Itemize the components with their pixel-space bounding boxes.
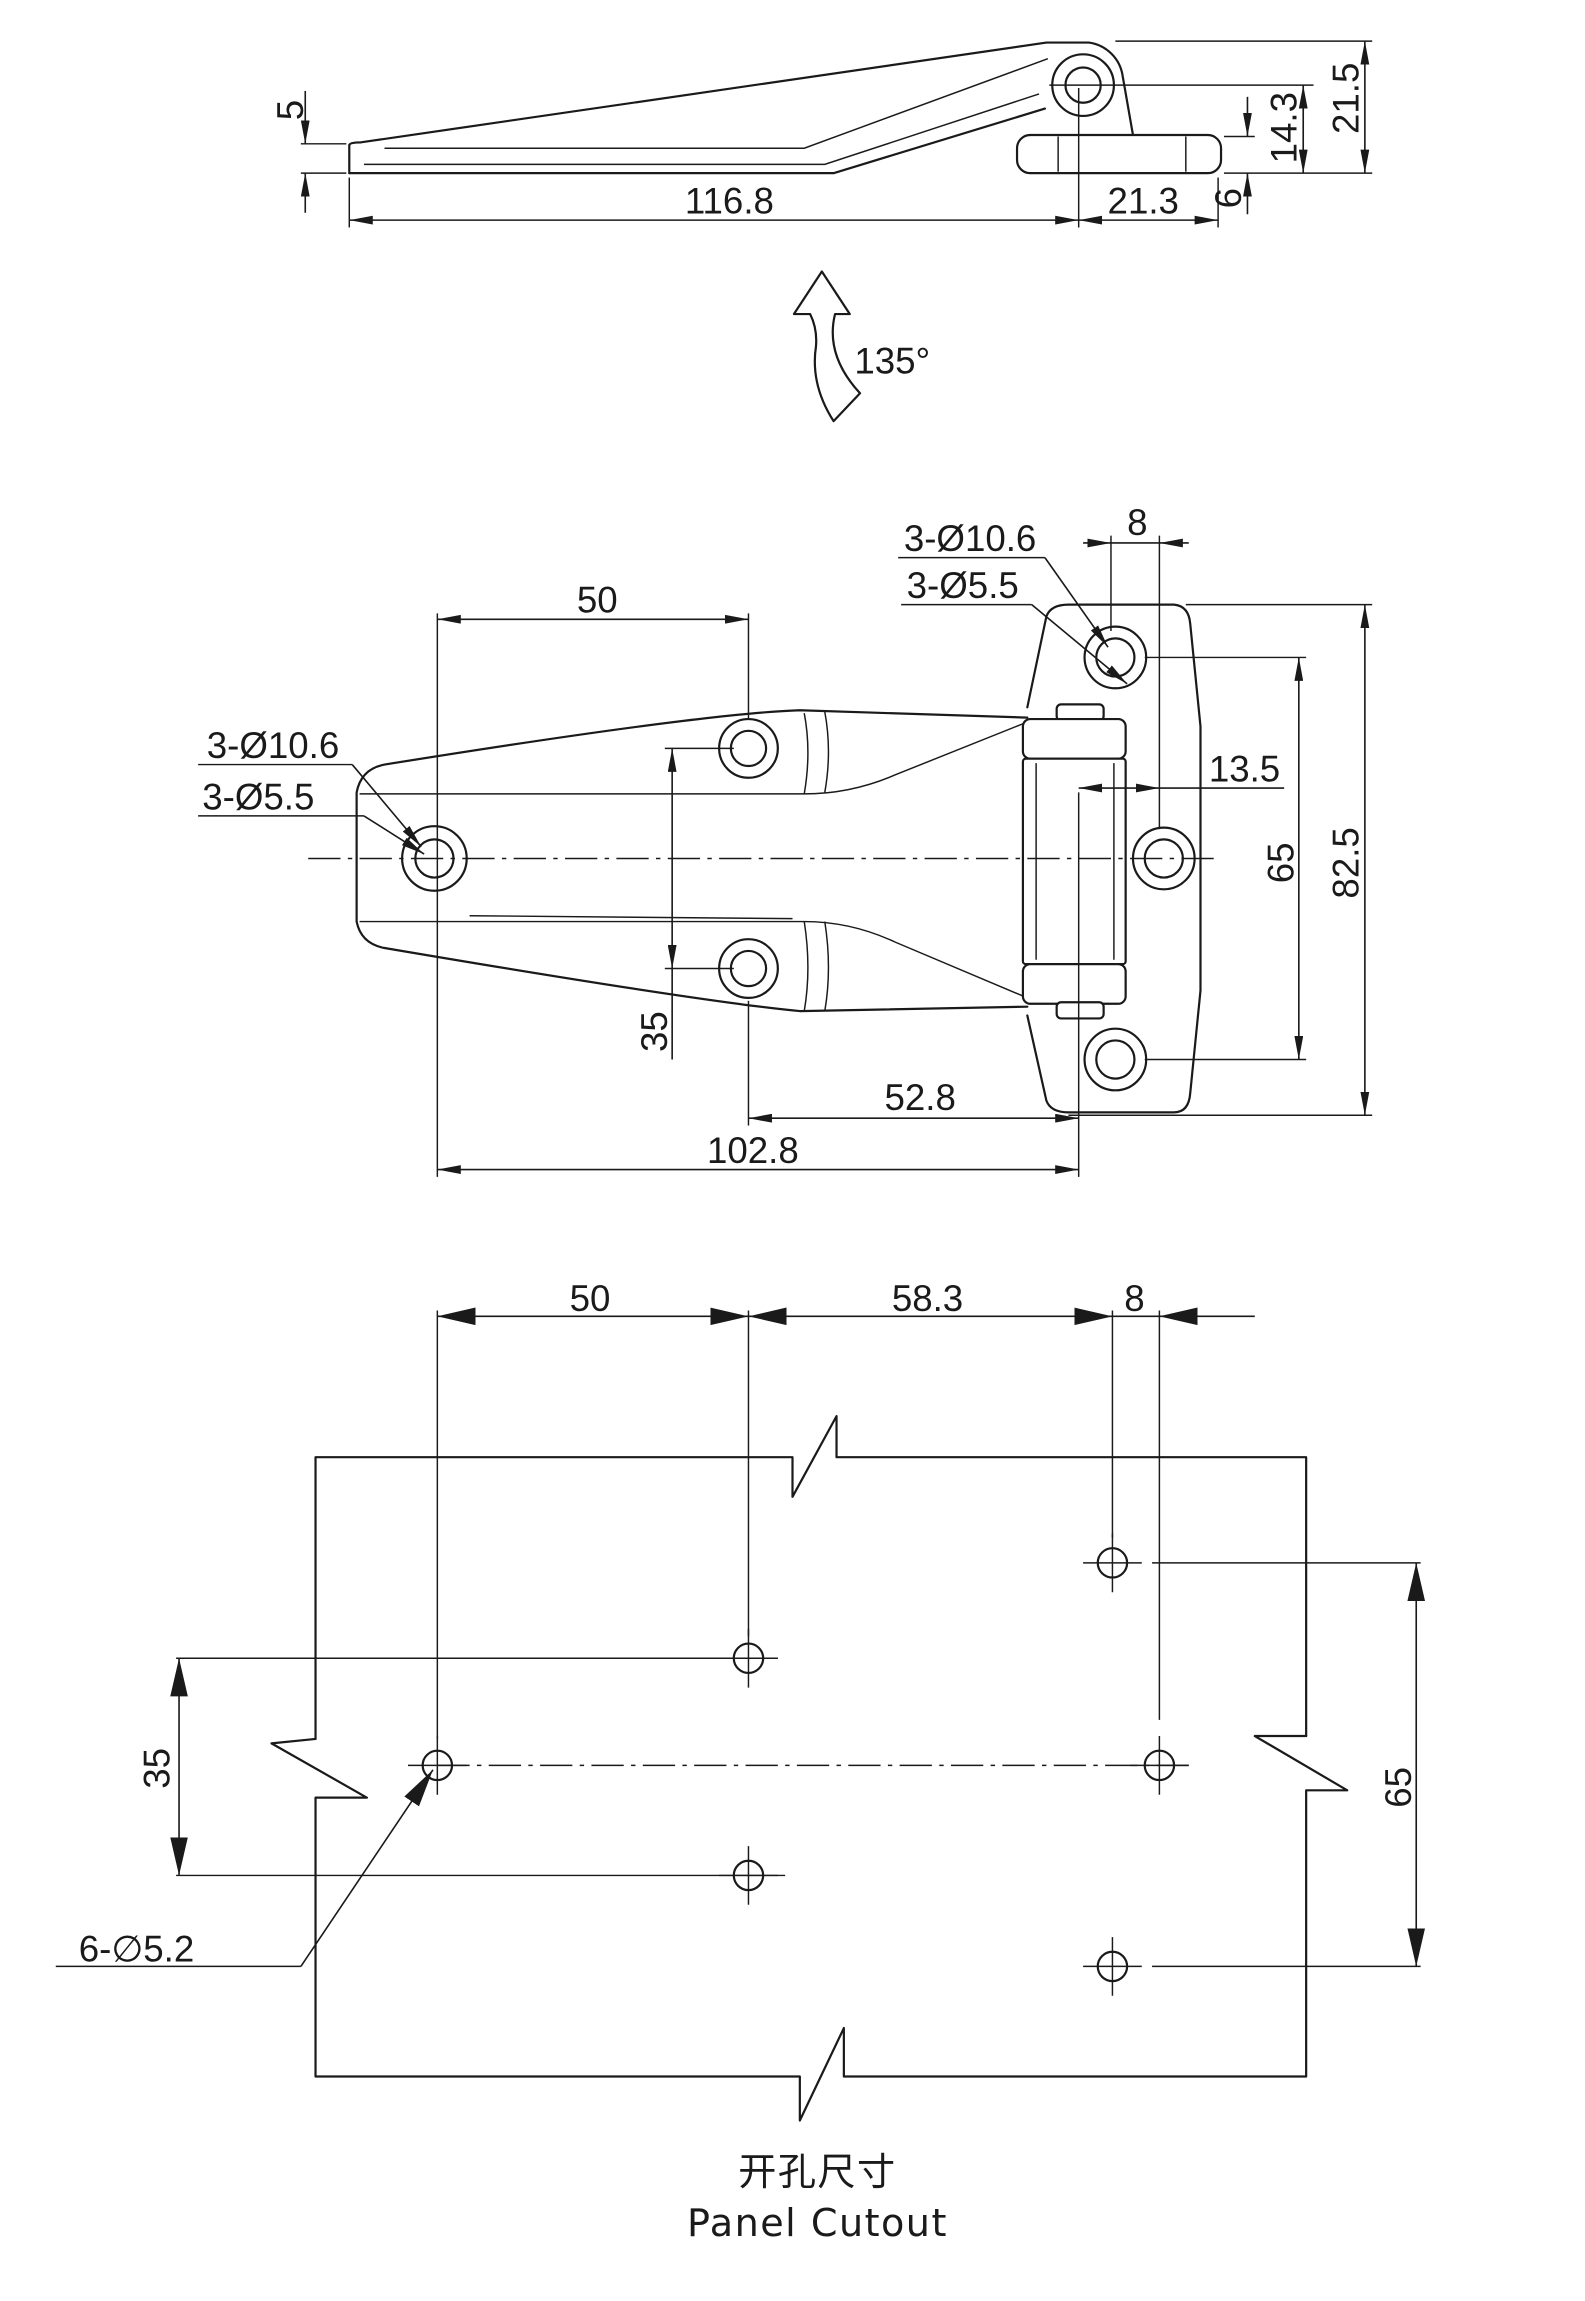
dimension-label: 65 [1378, 1767, 1419, 1808]
hinge-leaf-front [355, 709, 1029, 1013]
hinge-base-plate-side [1015, 133, 1223, 175]
dimension-pin-to-leaf-hole: 52.8 [748, 1077, 1079, 1123]
dimension-label: 6 [1208, 188, 1249, 208]
dimension-label: 8 [1127, 502, 1147, 543]
extension-lines [176, 1310, 1421, 1968]
hinge-knuckle-front [1021, 703, 1127, 1020]
dimension-label: 35 [634, 1011, 675, 1052]
dimension-label: 116.8 [685, 181, 774, 222]
dimension-label: 21.5 [1325, 63, 1366, 134]
dimension-plate-hole-spacing-y: 65 [1261, 657, 1304, 1060]
panel-outline [270, 1415, 1349, 2122]
dimension-plate-hole-offset: 8 [1083, 502, 1189, 548]
panel-cutout-title-en: Panel Cutout [687, 2201, 948, 2245]
dimension-label: 50 [577, 580, 618, 621]
dimension-label: 5 [270, 100, 311, 120]
cutout-hole [1083, 1533, 1142, 1593]
dimension-leaf-length: 116.8 [349, 181, 1079, 225]
rotation-indicator: 135° [792, 270, 930, 423]
front-view: 8 50 13.5 65 82.5 35 52.8 [198, 502, 1373, 1177]
dimension-leaf-thickness: 5 [270, 90, 311, 213]
dimension-label: 14.3 [1264, 92, 1305, 163]
dimension-pin-to-hole: 13.5 [1078, 748, 1285, 793]
side-view: 5 116.8 21.3 6 14.3 21.5 [270, 40, 1373, 228]
plate-hole-small-label: 3-Ø5.5 [907, 565, 1019, 606]
dimension-knuckle-offset: 21.3 [1078, 181, 1219, 225]
dimension-leaf-hole-spacing-x: 50 [437, 580, 749, 624]
dimension-label: 82.5 [1325, 827, 1366, 898]
panel-cutout-view: 50 58.3 8 35 65 6-∅5.2 开孔尺寸 Panel Cutout [55, 1278, 1426, 2245]
dimension-label: 58.3 [892, 1278, 963, 1319]
extension-lines [436, 535, 1373, 1177]
cutout-hole [1130, 1736, 1189, 1795]
dimension-plate-height: 82.5 [1325, 604, 1370, 1116]
dimension-label: 21.3 [1108, 181, 1179, 222]
dimension-total-height: 21.5 [1325, 41, 1370, 174]
hinge-knuckle-side [1045, 41, 1135, 137]
cutout-hole [719, 1846, 778, 1905]
dimension-base-thickness: 6 [1208, 96, 1252, 215]
plate-hole [1083, 1027, 1148, 1092]
dimension-label: 50 [570, 1278, 611, 1319]
leaf-hole-large-label: 3-Ø10.6 [207, 725, 340, 766]
cutout-hole [407, 1736, 467, 1795]
panel-cutout-title-cn: 开孔尺寸 [738, 2150, 896, 2194]
leaf-hole-callout: 3-Ø10.6 3-Ø5.5 [198, 725, 425, 855]
dimension-top-row: 50 58.3 8 [437, 1278, 1255, 1326]
hinge-leaf-side [348, 41, 1049, 175]
extension-lines [300, 40, 1373, 228]
cutout-hole-callout: 6-∅5.2 [55, 1769, 434, 1969]
dimension-pin-to-end-hole: 102.8 [437, 1130, 1079, 1174]
dimension-label: 102.8 [707, 1130, 799, 1171]
dimension-label: 35 [137, 1748, 178, 1789]
dimension-left-vertical: 35 [137, 1658, 188, 1876]
leaf-hole-small-label: 3-Ø5.5 [202, 776, 314, 817]
cutout-hole [1083, 1937, 1142, 1996]
dimension-label: 65 [1261, 842, 1302, 883]
cutout-hole-label: 6-∅5.2 [79, 1928, 195, 1969]
curved-arrow-icon [792, 270, 862, 423]
plate-hole-callout: 3-Ø10.6 3-Ø5.5 [898, 518, 1128, 685]
dimension-leaf-hole-spacing-y: 35 [634, 748, 677, 1060]
dimension-label: 8 [1124, 1278, 1144, 1319]
plate-hole [1083, 625, 1148, 690]
plate-hole-large-label: 3-Ø10.6 [904, 518, 1037, 559]
rotation-angle-label: 135° [854, 340, 930, 381]
dimension-label: 52.8 [884, 1077, 955, 1118]
dimension-label: 13.5 [1209, 748, 1280, 789]
dimension-right-vertical: 65 [1378, 1562, 1426, 1967]
cutout-hole [719, 1628, 778, 1688]
dimension-pin-height: 14.3 [1264, 85, 1308, 174]
